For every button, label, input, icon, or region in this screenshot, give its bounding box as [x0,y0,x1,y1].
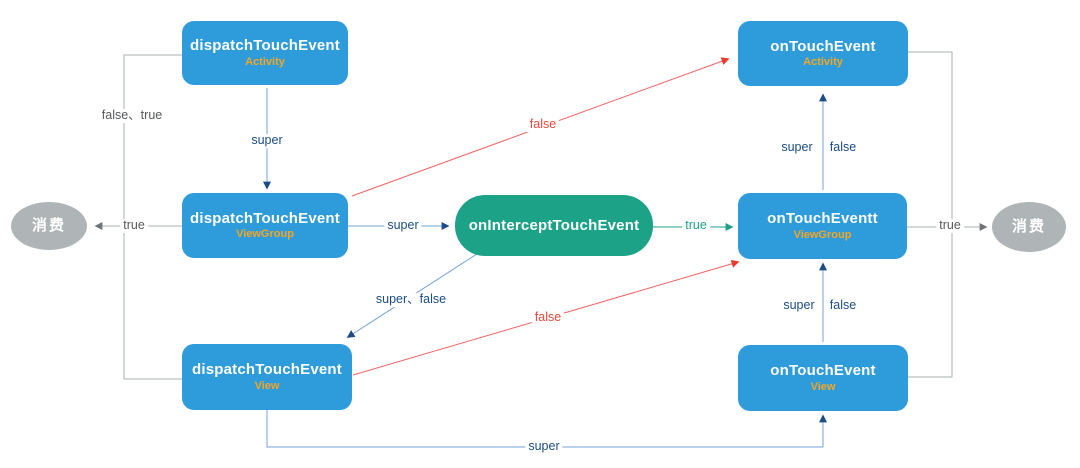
node-subtitle: ViewGroup [236,228,294,241]
node-title: dispatchTouchEvent [189,37,340,55]
node-subtitle: Activity [245,55,285,68]
node-on-touch-event-view: onTouchEvent View [738,345,908,411]
node-title: 消费 [31,217,66,235]
node-on-intercept-touch-event: onInterceptTouchEvent [455,195,653,256]
node-title: onTouchEventt [767,210,878,228]
node-dispatch-touch-event-activity: dispatchTouchEvent Activity [182,21,348,85]
node-subtitle: ViewGroup [793,228,852,241]
node-dispatch-touch-event-viewgroup: dispatchTouchEvent ViewGroup [182,193,348,258]
edge-left-return-connector [123,54,182,380]
edge-label-false-right-upper: false [826,140,860,155]
edge-label-false-right-lower: false [826,298,860,313]
edge-label-super-bottom: super [525,439,563,454]
edge-label-super-dispatch: super [248,133,286,148]
node-title: onTouchEvent [770,362,876,380]
edge-label-true-right: true [936,218,964,233]
edge-label-false-true-left: false、true [98,108,166,123]
edge-label-super-to-intercept: super [384,218,422,233]
node-subtitle: View [254,379,280,392]
node-consume-right: 消费 [992,202,1066,252]
node-on-touch-event-viewgroup: onTouchEventt ViewGroup [738,193,907,259]
edge-label-super-false-diagonal: super、false [372,292,450,307]
node-title: dispatchTouchEvent [191,361,342,379]
node-title: 消费 [1011,218,1046,236]
node-title: onInterceptTouchEvent [468,216,640,234]
edge-label-super-right-lower: super [780,298,818,313]
node-on-touch-event-activity: onTouchEvent Activity [738,21,908,86]
node-dispatch-touch-event-view: dispatchTouchEvent View [182,344,352,410]
edge-label-true-left: true [120,218,148,233]
node-consume-left: 消费 [11,202,87,250]
edge-right-return-connector [908,51,953,378]
node-title: dispatchTouchEvent [189,209,340,227]
node-subtitle: View [810,380,836,393]
edge-label-false-upper: false [526,117,560,132]
node-title: onTouchEvent [770,37,876,55]
edge-label-true-from-intercept: true [682,218,710,233]
edge-label-super-right-upper: super [778,140,816,155]
edge-label-false-lower: false [531,310,565,325]
node-subtitle: Activity [803,56,843,69]
